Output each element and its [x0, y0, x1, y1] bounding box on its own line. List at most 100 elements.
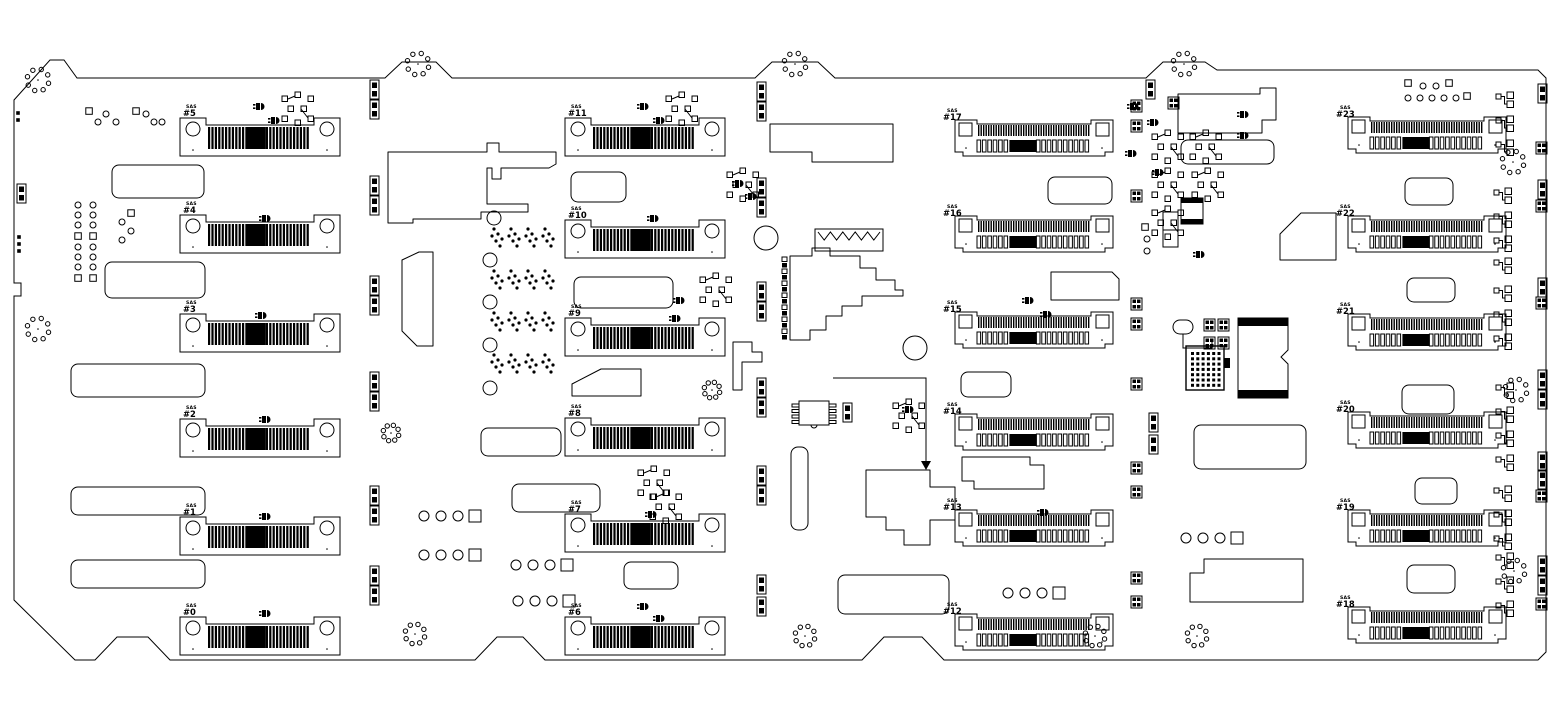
connector-pin — [238, 428, 241, 450]
connector-pin — [1403, 122, 1405, 133]
connector-ref-label: #23 — [1336, 109, 1355, 119]
hole-row — [512, 594, 576, 608]
connector-pin — [1403, 319, 1405, 330]
connector-pin — [1438, 122, 1440, 133]
connector-pin — [678, 626, 681, 648]
connector-pin — [1406, 319, 1408, 330]
connector-pin — [998, 619, 1000, 630]
connector-pin — [1421, 417, 1423, 428]
connector-pin — [286, 428, 289, 450]
pad — [1164, 195, 1171, 202]
fiducial-dot — [965, 147, 967, 149]
connector-pin — [1050, 317, 1052, 328]
trace-link — [1501, 459, 1507, 468]
square-pad — [562, 594, 576, 608]
connector-pad — [1369, 529, 1375, 543]
plug-lead — [259, 420, 262, 422]
connector-pad — [981, 235, 987, 249]
connector-pin — [293, 224, 296, 246]
connector-ref-label: #2 — [183, 409, 196, 419]
connector-pin — [980, 515, 982, 526]
connector-pin — [993, 515, 995, 526]
pad-quad-outline — [1535, 296, 1548, 310]
connector-pin — [599, 229, 602, 251]
connector-pin — [1045, 221, 1047, 232]
connector-pad — [1003, 433, 1009, 447]
connector-pin — [691, 229, 694, 251]
connector-pin — [1433, 122, 1435, 133]
pin-pad — [372, 207, 377, 213]
hole — [1214, 532, 1226, 544]
connector-pin — [1453, 515, 1455, 526]
connector-group-label: SAS — [947, 108, 958, 114]
via-dot — [711, 379, 718, 386]
square-pad — [1230, 531, 1244, 545]
via-dot — [380, 427, 387, 434]
connector-pin — [1015, 317, 1017, 328]
via-dot — [509, 269, 513, 273]
connector-pad — [1472, 136, 1477, 150]
plug-body — [262, 215, 266, 222]
connector-pin — [1463, 515, 1465, 526]
connector-pin — [1003, 221, 1005, 232]
connector-pin — [688, 427, 691, 449]
connector-pin — [1073, 221, 1075, 232]
connector-pin — [1058, 221, 1060, 232]
via-dot — [385, 437, 392, 444]
pad — [752, 191, 759, 198]
connector-body — [564, 117, 726, 157]
connector-pin — [1065, 221, 1067, 232]
connector-pin — [998, 317, 1000, 328]
connector-pin — [1065, 515, 1067, 526]
connector-pad — [1057, 433, 1063, 447]
connector-pin — [1448, 612, 1450, 623]
connector-pin — [1080, 419, 1082, 430]
connector-pin — [269, 428, 272, 450]
connector-pin — [299, 127, 302, 149]
pad — [1189, 133, 1196, 140]
connector-pad — [1079, 529, 1084, 543]
connector-pin — [1013, 419, 1015, 430]
pad — [1506, 463, 1514, 471]
via-dot — [507, 276, 511, 280]
connector-pin — [1388, 221, 1390, 232]
connector-mount-hole — [319, 520, 335, 536]
connector-sas-5: SAS#5 — [179, 104, 341, 157]
connector-pin — [1478, 612, 1480, 623]
connector-pin — [235, 626, 238, 648]
connector-pin — [1436, 221, 1438, 232]
connector-mount-hole — [704, 620, 720, 636]
via-dot — [1186, 71, 1192, 77]
connector-pin — [1473, 612, 1475, 623]
via-dot — [1501, 573, 1507, 579]
connector-pin — [1010, 619, 1012, 630]
connector-pad — [987, 529, 992, 543]
trace-link — [1501, 96, 1507, 105]
connector-pin — [208, 224, 211, 246]
via-dot — [158, 118, 166, 126]
plug-lead — [255, 313, 258, 315]
connector-pin — [1376, 417, 1378, 428]
connector-pad — [981, 529, 987, 543]
via-dot — [1500, 164, 1506, 170]
connector-pin — [988, 317, 990, 328]
connector-pin — [1033, 317, 1035, 328]
connector-pin — [282, 428, 285, 450]
via-ring-cluster — [1499, 148, 1527, 176]
connector-pad — [981, 331, 987, 345]
connector-pin — [214, 323, 217, 345]
connector-ref-label: #3 — [183, 304, 196, 314]
connector-pad — [1477, 235, 1483, 249]
fiducial-dot — [1494, 634, 1496, 636]
connector-pin — [225, 127, 228, 149]
connector-pin — [1015, 619, 1017, 630]
connector-pin — [1466, 122, 1468, 133]
connector-pin — [1463, 612, 1465, 623]
plug-body — [676, 297, 680, 304]
connector-group-label: SAS — [186, 300, 197, 306]
via-dot — [802, 64, 809, 70]
connector-ref-label: #9 — [568, 308, 581, 318]
connector-group-label: SAS — [186, 201, 197, 207]
connector-pin — [289, 127, 292, 149]
bga-ball — [1191, 352, 1194, 355]
